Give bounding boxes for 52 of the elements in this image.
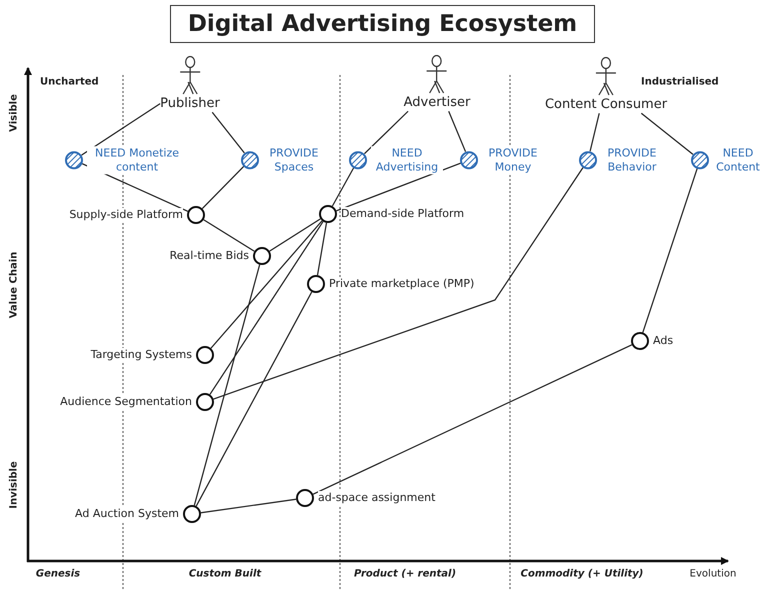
connector-line: [212, 112, 245, 154]
component-label: Audience Segmentation: [60, 395, 192, 409]
need-node: [348, 146, 443, 174]
stage-label: Custom Built: [188, 568, 262, 580]
connector-line: [269, 218, 321, 252]
component-node: [75, 504, 202, 524]
component-label: Supply-side Platform: [69, 208, 183, 222]
component-label: Private marketplace (PMP): [329, 277, 474, 291]
component-node: [295, 488, 436, 508]
connector-line: [332, 168, 354, 206]
connector-line: [196, 292, 312, 506]
axis-label: Evolution: [690, 568, 736, 580]
component-node: [60, 392, 215, 412]
connector-line: [81, 103, 160, 156]
connector-line: [336, 162, 461, 212]
need-label: NEED Advertising: [371, 146, 443, 174]
connector-line: [194, 264, 260, 506]
stage-label: Product (+ rental): [354, 568, 456, 580]
component-node: [90, 345, 215, 365]
connector-line: [640, 112, 694, 155]
connector-line: [210, 220, 323, 349]
diagram-title: Digital Advertising Ecosystem: [170, 5, 595, 43]
stage-label: Genesis: [36, 568, 80, 580]
connector-line: [364, 110, 409, 154]
connector-line: [448, 111, 466, 152]
component-node: [306, 274, 474, 294]
stage-label: Commodity (+ Utility): [520, 568, 644, 580]
connector-line: [209, 221, 324, 395]
connector-line: [202, 166, 244, 209]
axis-label: Visible: [8, 94, 20, 132]
component-node: [630, 331, 674, 351]
user-label: Content Consumer: [544, 97, 668, 114]
component-node: [69, 205, 206, 225]
connector-line: [316, 222, 328, 276]
component-label: Targeting Systems: [90, 348, 192, 362]
connector-line: [200, 498, 296, 514]
component-label: Ad Auction System: [75, 507, 179, 521]
user-label: Publisher: [160, 96, 220, 112]
axis-label: Invisible: [8, 461, 20, 509]
component-node: [170, 246, 272, 266]
user-label: Advertiser: [404, 95, 470, 112]
connector-line: [590, 113, 600, 152]
connector-line: [213, 167, 584, 400]
need-node: [690, 146, 763, 174]
component-label: ad-space assignment: [318, 491, 436, 505]
stage-label: Industrialised: [641, 76, 719, 88]
axis-label: Value Chain: [8, 252, 20, 318]
connector-line: [203, 219, 255, 252]
stage-label: Uncharted: [40, 76, 99, 88]
connector-line: [312, 344, 632, 495]
component-node: [318, 204, 464, 224]
connector-line: [642, 168, 698, 333]
